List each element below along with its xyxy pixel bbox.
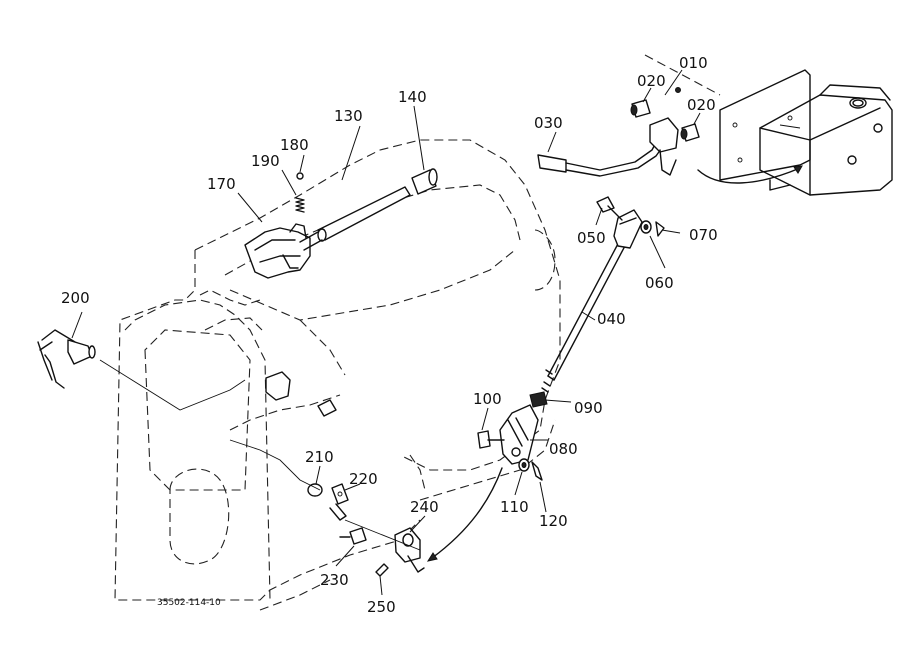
boss-with-bolt <box>265 371 291 401</box>
label-200: 200 <box>61 289 90 307</box>
guide-line <box>229 439 321 491</box>
grease-nipple <box>675 87 681 93</box>
detent-spring-190 <box>295 197 305 213</box>
label-050: 050 <box>577 229 606 247</box>
clevis-pin-050 <box>596 196 623 221</box>
bushing-140 <box>411 168 438 195</box>
label-180: 180 <box>280 136 309 154</box>
lever-bracket-housing <box>644 54 893 196</box>
label-140: 140 <box>398 88 427 106</box>
label-190: 190 <box>251 152 280 170</box>
detent-ball-180 <box>296 172 304 180</box>
lock-nut-090 <box>529 391 548 408</box>
label-230: 230 <box>320 571 349 589</box>
arrow-head-upper <box>793 165 803 174</box>
label-030: 030 <box>534 114 563 132</box>
plug <box>317 399 337 417</box>
clevis-pin-100 <box>477 430 505 449</box>
washer-110 <box>518 458 530 472</box>
label-090: 090 <box>574 399 603 417</box>
label-070: 070 <box>689 226 718 244</box>
lever-plate-220 <box>329 483 349 521</box>
label-020-right: 020 <box>687 96 716 114</box>
label-100: 100 <box>473 390 502 408</box>
label-010: 010 <box>679 54 708 72</box>
shift-lever-030 <box>537 117 679 177</box>
split-pin-120 <box>531 461 543 481</box>
assembly-arrow-upper <box>697 167 801 184</box>
split-pin-070 <box>655 221 665 237</box>
label-020-left: 020 <box>637 72 666 90</box>
label-080: 080 <box>549 440 578 458</box>
shift-shaft-130 <box>299 186 411 251</box>
washer-060 <box>640 220 652 234</box>
handle-200 <box>37 329 246 411</box>
part-labels: 010 020 020 030 040 050 060 070 080 090 … <box>61 54 718 616</box>
bushing-020-right <box>680 123 700 142</box>
shift-rod-040 <box>541 239 627 393</box>
label-040: 040 <box>597 310 626 328</box>
label-210: 210 <box>305 448 334 466</box>
axis-line-240 <box>344 519 421 551</box>
label-120: 120 <box>539 512 568 530</box>
label-240: 240 <box>410 498 439 516</box>
label-220: 220 <box>349 470 378 488</box>
assembly-arrow-lower <box>431 467 503 559</box>
bolt-230 <box>339 527 367 545</box>
drawing-code: 35502-114-10 <box>157 598 221 608</box>
label-170: 170 <box>207 175 236 193</box>
transmission-housing <box>114 139 561 611</box>
label-250: 250 <box>367 598 396 616</box>
label-130: 130 <box>334 107 363 125</box>
arrow-head-lower <box>426 552 438 562</box>
leader-lines <box>71 69 701 596</box>
o-ring-210 <box>307 483 323 497</box>
label-060: 060 <box>645 274 674 292</box>
clevis-080 <box>499 404 539 465</box>
shift-fork-170 <box>244 223 311 279</box>
spring-pin-250 <box>375 563 389 577</box>
bushing-020-left <box>630 99 651 118</box>
label-110: 110 <box>500 498 529 516</box>
